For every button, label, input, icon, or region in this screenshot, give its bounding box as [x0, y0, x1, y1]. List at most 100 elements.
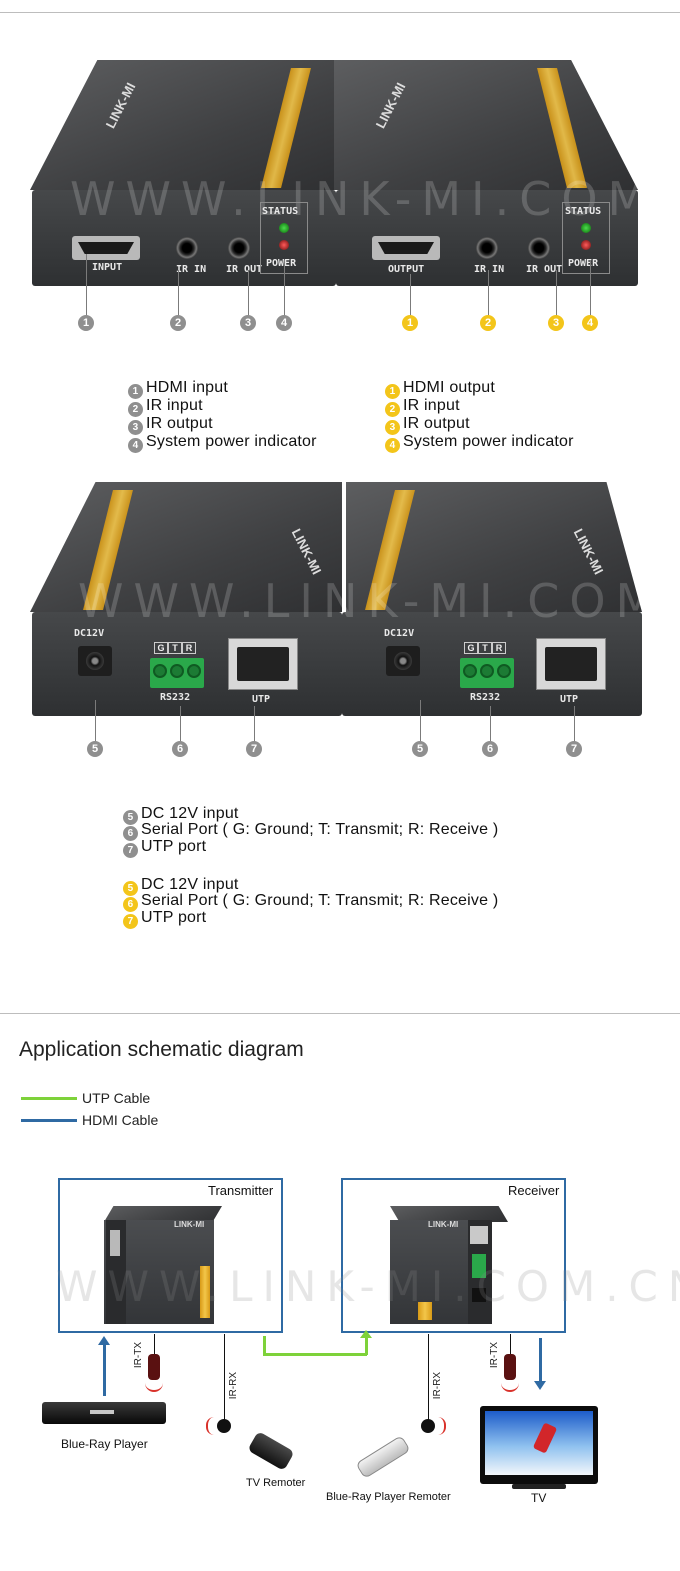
rs232-label: RS232 — [160, 692, 191, 703]
legend-text: UTP port — [141, 838, 207, 855]
callout-line — [180, 706, 181, 742]
legend-text: UTP port — [141, 909, 207, 926]
tv-label: TV — [531, 1491, 547, 1505]
ir-signal-icon — [145, 1382, 163, 1392]
rx-port-label-ir-in: IR IN — [474, 264, 505, 275]
legend-number: 2 — [128, 402, 143, 417]
legend-number: 3 — [128, 420, 143, 435]
callout-line — [178, 270, 179, 316]
rx-power-label: POWER — [568, 258, 599, 269]
utp-port — [228, 638, 298, 690]
callout-line — [574, 706, 575, 742]
transmitter-title: Transmitter — [208, 1183, 274, 1198]
cable-legend-utp-line — [21, 1097, 77, 1100]
legend-number: 1 — [385, 384, 400, 399]
transmitter-device: LINK-MI — [104, 1206, 222, 1324]
ir-out-jack — [228, 237, 250, 259]
legend-number: 6 — [123, 897, 138, 912]
blu-ray-player-label: Blue-Ray Player — [61, 1437, 148, 1451]
rx-ir-rx-label: IR-RX — [432, 1372, 443, 1400]
callout-line — [590, 260, 591, 316]
blu-ray-remote-icon — [355, 1435, 411, 1479]
callout-number: 2 — [480, 315, 496, 331]
rx-ir-out-jack — [528, 237, 550, 259]
section-title: Application schematic diagram — [19, 1038, 304, 1061]
ir-tx-cable — [154, 1334, 155, 1356]
legend-number: 4 — [385, 438, 400, 453]
dc-power-jack — [78, 646, 112, 676]
callout-number: 2 — [170, 315, 186, 331]
callout-line — [490, 706, 491, 742]
gtr-r: R — [492, 642, 506, 654]
legend-text: IR input — [146, 397, 203, 414]
receiver-device-brand: LINK-MI — [428, 1220, 459, 1229]
callout-number: 1 — [402, 315, 418, 331]
ir-signal-icon — [206, 1417, 214, 1435]
rx-ir-tx-cable — [510, 1334, 511, 1356]
legend-text: System power indicator — [146, 433, 317, 450]
rs232-terminal — [150, 658, 204, 688]
callout-number: 4 — [582, 315, 598, 331]
schematic-watermark: WWW.LINK-MI.COM.CN — [56, 1262, 680, 1311]
watermark: WWW.LINK-MI.COM.CN — [70, 172, 680, 226]
status-label: STATUS — [262, 206, 299, 217]
hdmi-output-port — [372, 236, 440, 260]
rx-utp-port — [536, 638, 606, 690]
legend-number: 2 — [385, 402, 400, 417]
legend-number: 5 — [123, 881, 138, 896]
ir-signal-icon — [501, 1382, 519, 1392]
callout-number: 4 — [276, 315, 292, 331]
gtr-t: T — [168, 642, 182, 654]
tv-device — [480, 1406, 598, 1484]
utp-cable-link — [263, 1336, 266, 1354]
legend-text: Serial Port ( G: Ground; T: Transmit; R:… — [141, 821, 499, 838]
receiver-title: Receiver — [508, 1183, 560, 1198]
callout-number: 1 — [78, 315, 94, 331]
callout-number: 5 — [412, 741, 428, 757]
hdmi-arrow-up — [98, 1336, 110, 1345]
rx-ir-rx-cable — [428, 1334, 429, 1420]
callout-number: 5 — [87, 741, 103, 757]
callout-number: 7 — [566, 741, 582, 757]
ir-tx-label: IR-TX — [133, 1342, 144, 1369]
rear-panel-image: LINK-MI LINK-MI WWW.LINK-MI.COM.CN DC12V… — [30, 482, 680, 722]
legend-number: 6 — [123, 826, 138, 841]
legend-text: HDMI input — [146, 379, 229, 396]
legend-number: 3 — [385, 420, 400, 435]
cable-legend-utp-label: UTP Cable — [82, 1090, 151, 1106]
hdmi-cable-out — [539, 1338, 542, 1382]
callout-line — [284, 260, 285, 316]
callout-number: 6 — [482, 741, 498, 757]
utp-cable-link — [263, 1353, 367, 1356]
status-led — [279, 223, 289, 233]
legend-text: DC 12V input — [141, 876, 239, 893]
ir-in-jack — [176, 237, 198, 259]
legend-number: 1 — [128, 384, 143, 399]
legend-text: IR input — [403, 397, 460, 414]
legend-text: System power indicator — [403, 433, 574, 450]
legend-text: IR output — [403, 415, 470, 432]
legend-number: 7 — [123, 843, 138, 858]
gtr-label: G T R — [154, 642, 196, 654]
rx-gtr-label: G T R — [464, 642, 506, 654]
ir-rx-label: IR-RX — [228, 1372, 239, 1400]
ir-rx-cable — [224, 1334, 225, 1420]
port-label-output: OUTPUT — [388, 264, 425, 275]
rx-rs232-label: RS232 — [470, 692, 501, 703]
rx-ir-rx-receiver — [421, 1419, 435, 1433]
power-led — [279, 240, 289, 250]
rx-ir-tx-emitter — [504, 1354, 516, 1380]
rx-status-label: STATUS — [565, 206, 602, 217]
callout-line — [248, 270, 249, 316]
legend-text: Serial Port ( G: Ground; T: Transmit; R:… — [141, 892, 499, 909]
section-divider — [0, 1013, 680, 1014]
callout-line — [86, 254, 87, 316]
tv-remoter-label: TV Remoter — [246, 1477, 306, 1489]
